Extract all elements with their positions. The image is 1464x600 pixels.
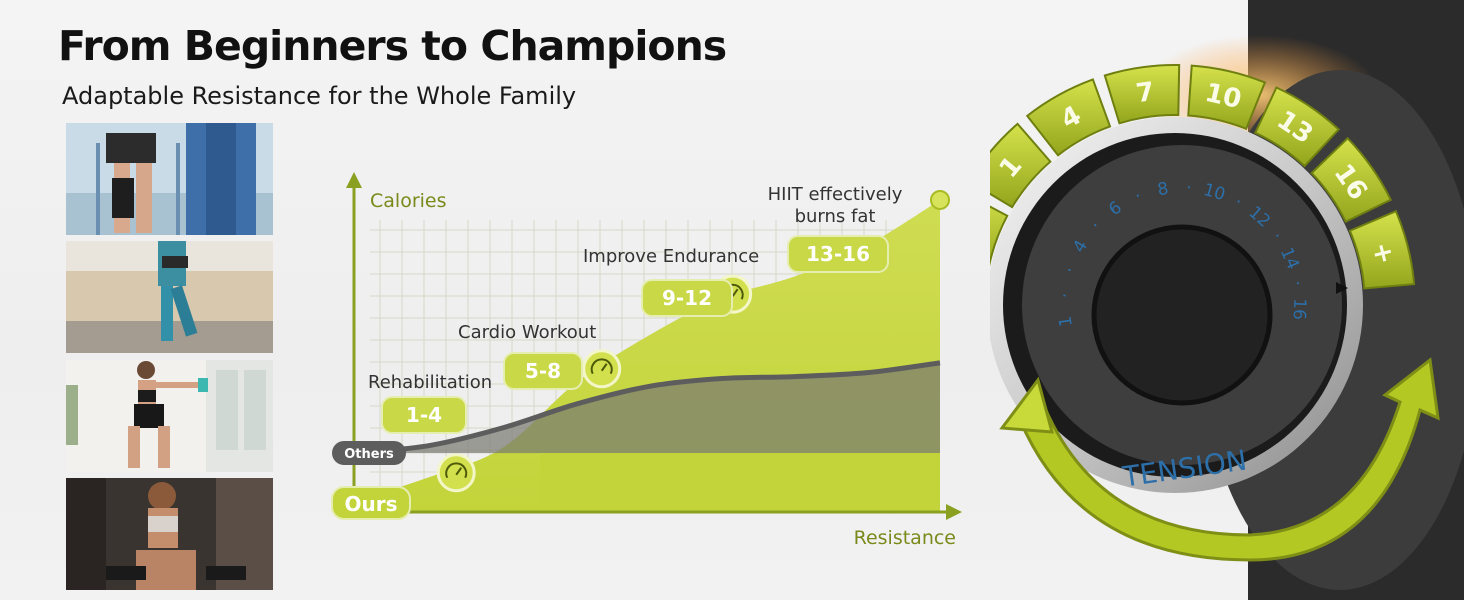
- rotation-arrow-tail-icon: [999, 376, 1055, 434]
- dial-ring-number: ·: [1055, 292, 1075, 299]
- annotation-label: Improve Endurance: [583, 246, 759, 267]
- photo-running: [66, 241, 273, 353]
- dial-key[interactable]: [1103, 64, 1181, 125]
- series-ours-band: [539, 453, 940, 512]
- series-others-line: [357, 360, 941, 456]
- range-pill: [503, 352, 583, 390]
- annotation-label-line2: burns fat: [795, 206, 876, 227]
- gauge-icon: [582, 349, 622, 389]
- dial-ring-number: ·: [1060, 265, 1081, 276]
- series-tag-others: [332, 441, 406, 465]
- dial-ring-number: 1: [1055, 315, 1076, 329]
- y-axis-arrow-icon: [346, 172, 362, 188]
- gauge-needle: [731, 288, 739, 297]
- gauge-arc: [590, 358, 613, 375]
- series-tag-ours: [331, 486, 411, 520]
- dial-ring-number: 16: [1289, 298, 1310, 320]
- photo-fitness-squat: [66, 360, 273, 472]
- annotation-label: HIIT effectively: [768, 184, 903, 205]
- gauge-needle: [600, 363, 608, 372]
- gauge-icon: [436, 453, 476, 493]
- series-tag-others-label: Others: [344, 447, 394, 462]
- dial-ring-number: ·: [1287, 279, 1308, 288]
- x-axis-label: Resistance: [854, 527, 956, 549]
- range-pill-label: 1-4: [406, 403, 442, 427]
- series-tag-ours-label: Ours: [344, 492, 397, 516]
- dial-key[interactable]: [1187, 64, 1267, 131]
- photo-gym-training: [66, 478, 273, 590]
- calorie-resistance-chart: Calories Resistance Rehabilitation 1-4 Car…: [331, 172, 962, 549]
- page-subtitle: Adaptable Resistance for the Whole Famil…: [62, 82, 577, 110]
- range-pill: [787, 235, 889, 273]
- dial-key-label: 7: [1134, 77, 1156, 109]
- gauge-needle: [455, 467, 463, 476]
- x-axis-arrow-icon: [946, 504, 962, 520]
- page-title: From Beginners to Champions: [58, 22, 727, 70]
- rotation-arrow-icon: [1018, 357, 1440, 562]
- chart-annotations: Rehabilitation 1-4 Cardio Workout 5-8 Improv…: [368, 184, 903, 434]
- gauge-arc: [445, 462, 468, 479]
- dial-ring-number: 8: [1156, 179, 1170, 200]
- series-ours-end-point: [930, 189, 950, 210]
- dial-key[interactable]: [990, 192, 1009, 272]
- y-axis-label: Calories: [370, 190, 447, 212]
- photo-rehabilitation: [66, 123, 273, 235]
- annotation-label: Cardio Workout: [458, 322, 596, 343]
- range-pill: [381, 396, 467, 434]
- annotation-label: Rehabilitation: [368, 372, 492, 393]
- pointer-triangle-icon: [1336, 282, 1348, 294]
- series-others-area: [358, 362, 940, 454]
- range-pill-label: 5-8: [525, 359, 561, 383]
- range-pill-label: 13-16: [806, 242, 870, 266]
- dial-key[interactable]: [990, 122, 1052, 209]
- dial-key[interactable]: [1025, 78, 1112, 157]
- dial-knob[interactable]: [1091, 224, 1273, 406]
- dial-key[interactable]: [1348, 209, 1416, 290]
- dial-key[interactable]: [1310, 136, 1393, 224]
- dial-ring-number: ·: [1186, 178, 1193, 198]
- dial-key[interactable]: [1253, 86, 1341, 168]
- range-pill-label: 9-12: [662, 286, 712, 310]
- range-pill: [641, 279, 733, 317]
